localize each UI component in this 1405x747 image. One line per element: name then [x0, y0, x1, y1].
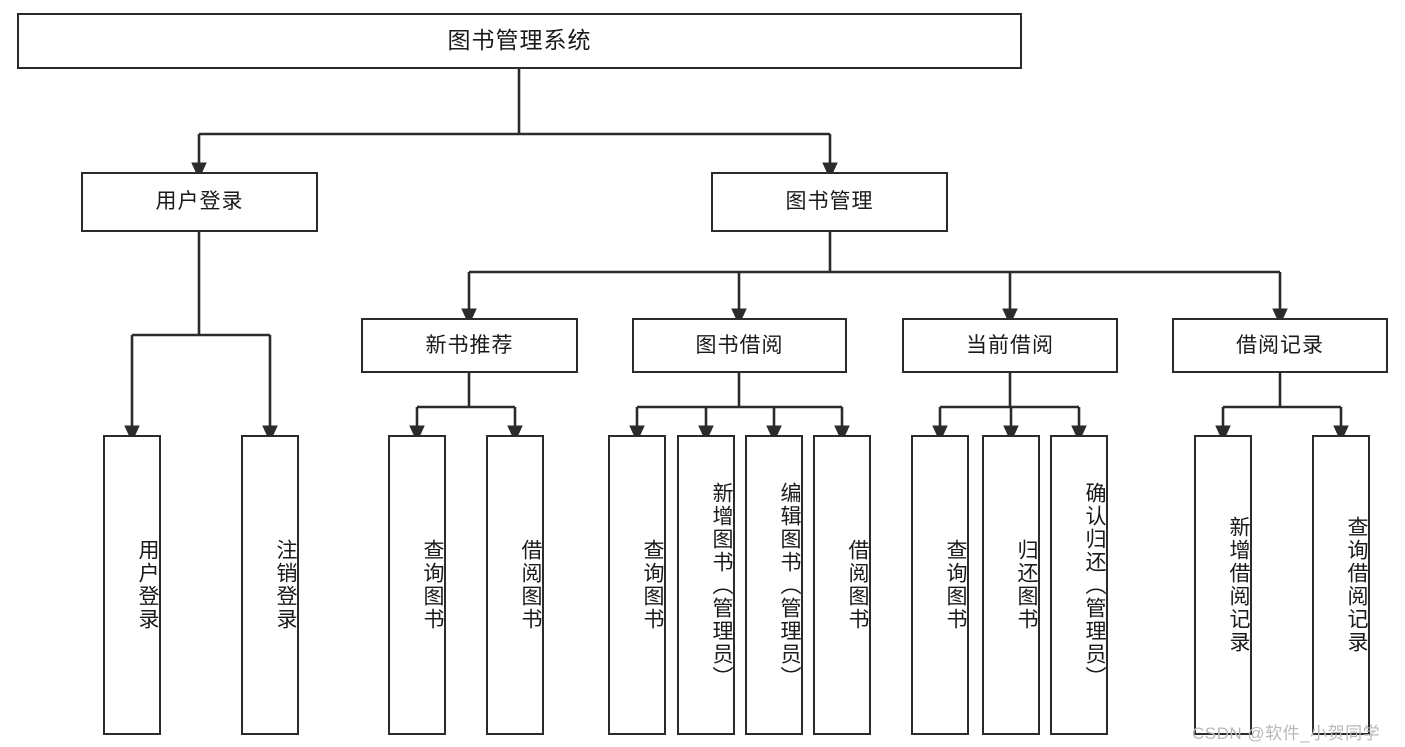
leaf-borrow-book[interactable]: 借阅图书 — [813, 435, 871, 735]
leaf-logout[interactable]: 注销登录 — [241, 435, 299, 735]
leaf-user-login[interactable]: 用户登录 — [103, 435, 161, 735]
node-book-management-label: 图书管理 — [785, 190, 874, 214]
node-book-borrow-label: 图书借阅 — [695, 333, 784, 357]
node-current-borrow[interactable]: 当前借阅 — [902, 318, 1118, 373]
leaf-label: 注销登录 — [274, 539, 297, 631]
node-borrow-record-label: 借阅记录 — [1236, 333, 1324, 357]
leaf-label: 查询图书 — [421, 539, 444, 631]
node-user-login[interactable]: 用户登录 — [81, 172, 318, 232]
leaf-label: 查询图书 — [944, 539, 967, 631]
node-borrow-record[interactable]: 借阅记录 — [1172, 318, 1388, 373]
leaf-query-book-current[interactable]: 查询图书 — [911, 435, 969, 735]
leaf-label: 用户登录 — [136, 539, 159, 631]
csdn-watermark: CSDN @软件_小贺同学 — [1192, 719, 1380, 744]
leaf-borrow-book-newbook[interactable]: 借阅图书 — [486, 435, 544, 735]
leaf-query-borrow-record[interactable]: 查询借阅记录 — [1312, 435, 1370, 735]
watermark-text: CSDN @软件_小贺同学 — [1192, 724, 1381, 743]
node-new-book-recommend[interactable]: 新书推荐 — [361, 318, 578, 373]
leaf-label: 归还图书 — [1015, 539, 1038, 631]
node-current-borrow-label: 当前借阅 — [966, 333, 1054, 357]
leaf-label: 新增借阅记录 — [1227, 516, 1250, 654]
leaf-query-book-borrow[interactable]: 查询图书 — [608, 435, 666, 735]
node-user-login-label: 用户登录 — [155, 190, 244, 214]
leaf-label: 查询图书 — [641, 539, 664, 631]
leaf-query-book-newbook[interactable]: 查询图书 — [388, 435, 446, 735]
leaf-label: 借阅图书 — [846, 539, 869, 631]
node-root[interactable]: 图书管理系统 — [17, 13, 1022, 69]
leaf-add-book-admin[interactable]: 新增图书（管理员） — [677, 435, 735, 735]
leaf-confirm-return-admin[interactable]: 确认归还（管理员） — [1050, 435, 1108, 735]
leaf-label: 确认归还（管理员） — [1083, 481, 1106, 689]
leaf-edit-book-admin[interactable]: 编辑图书（管理员） — [745, 435, 803, 735]
node-root-label: 图书管理系统 — [447, 27, 592, 54]
leaf-return-book[interactable]: 归还图书 — [982, 435, 1040, 735]
leaf-label: 借阅图书 — [519, 539, 542, 631]
node-book-borrow[interactable]: 图书借阅 — [632, 318, 847, 373]
leaf-label: 编辑图书（管理员） — [778, 481, 801, 689]
node-new-book-recommend-label: 新书推荐 — [425, 333, 514, 357]
leaf-add-borrow-record[interactable]: 新增借阅记录 — [1194, 435, 1252, 735]
leaf-label: 新增图书（管理员） — [710, 481, 733, 689]
leaf-label: 查询借阅记录 — [1345, 516, 1368, 654]
node-book-management[interactable]: 图书管理 — [711, 172, 948, 232]
